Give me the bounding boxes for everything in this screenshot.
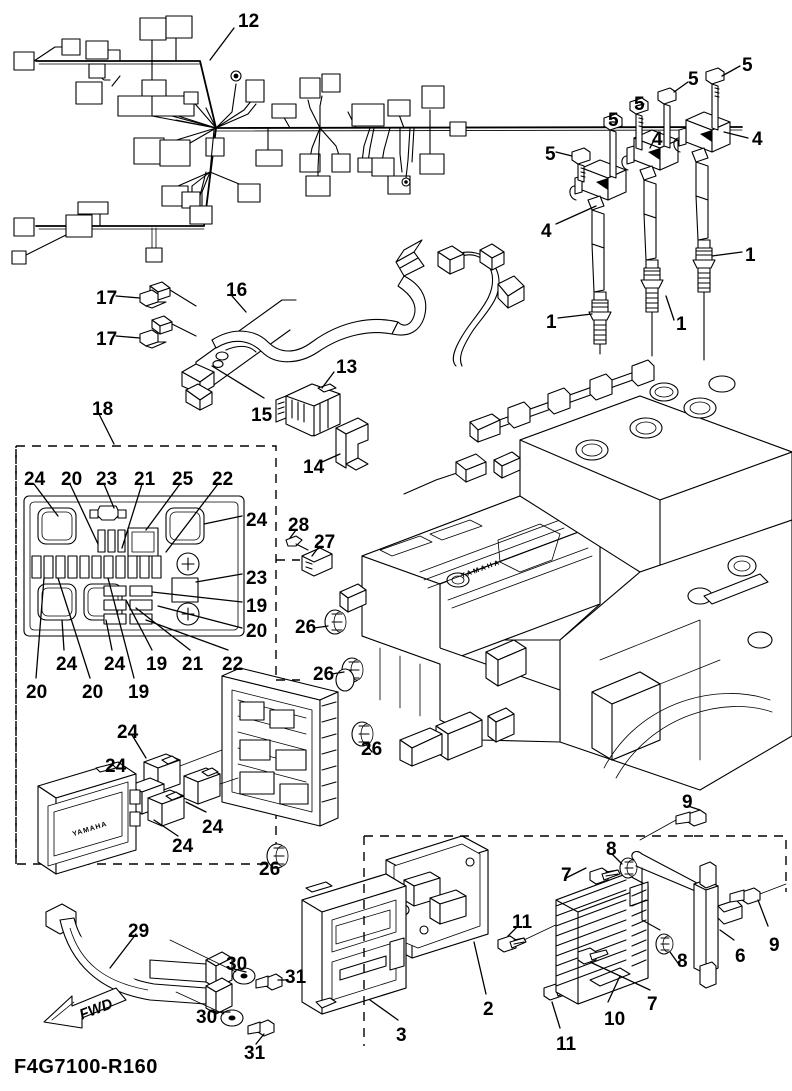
callout-number: 19 bbox=[246, 596, 268, 617]
callout-number: 5 bbox=[608, 110, 619, 131]
callout-number: 8 bbox=[606, 839, 617, 860]
callout-number: 20 bbox=[61, 469, 83, 490]
callout-number: 1 bbox=[745, 245, 756, 266]
callout-number: 20 bbox=[26, 682, 48, 703]
callout-number: 16 bbox=[226, 280, 248, 301]
callout-number: 2 bbox=[483, 999, 494, 1020]
callout-number: 23 bbox=[96, 469, 118, 490]
callout-number: 24 bbox=[24, 469, 46, 490]
callout-number: 15 bbox=[251, 405, 273, 426]
callout-number: 22 bbox=[222, 654, 244, 675]
callout-number: 7 bbox=[561, 865, 572, 886]
callout-number: 14 bbox=[303, 457, 325, 478]
callout-number: 9 bbox=[682, 792, 693, 813]
callout-number: 13 bbox=[336, 357, 358, 378]
callout-number: 29 bbox=[128, 921, 150, 942]
callout-number: 1 bbox=[546, 312, 557, 333]
callout-number: 5 bbox=[742, 55, 753, 76]
fusebox-cover bbox=[37, 761, 141, 875]
callout-number: 7 bbox=[647, 994, 658, 1015]
rectifier-regulator bbox=[555, 853, 681, 1005]
callout-number: 31 bbox=[244, 1043, 266, 1064]
fusebox-detail-box bbox=[15, 411, 277, 865]
callout-number: 24 bbox=[104, 654, 126, 675]
callout-number: 10 bbox=[604, 1009, 626, 1030]
callout-number: 1 bbox=[676, 314, 687, 335]
callout-number: 30 bbox=[226, 954, 248, 975]
part-number: F4G7100-R160 bbox=[14, 1056, 158, 1078]
callout-number: 19 bbox=[146, 654, 168, 675]
callout-number: 12 bbox=[238, 11, 260, 32]
callout-number: 5 bbox=[688, 69, 699, 90]
callout-number: 25 bbox=[172, 469, 194, 490]
callout-number: 23 bbox=[246, 568, 268, 589]
grommets-group bbox=[266, 529, 374, 869]
callout-number: 18 bbox=[92, 399, 114, 420]
battery-cable-group bbox=[115, 239, 525, 411]
fuse-panel bbox=[23, 483, 245, 679]
callout-number: 28 bbox=[288, 515, 310, 536]
starter-relay-group bbox=[275, 371, 369, 471]
callout-number: 17 bbox=[96, 329, 118, 350]
callout-number: 27 bbox=[314, 532, 336, 553]
callout-number: 30 bbox=[196, 1007, 218, 1028]
callout-number: 24 bbox=[56, 654, 78, 675]
callout-number: 20 bbox=[246, 621, 268, 642]
callout-number: 17 bbox=[96, 288, 118, 309]
callout-number: 8 bbox=[677, 951, 688, 972]
callout-number: 24 bbox=[202, 817, 224, 838]
callout-number: 21 bbox=[134, 469, 156, 490]
callout-number: 9 bbox=[769, 935, 780, 956]
callout-number: 11 bbox=[512, 912, 533, 933]
callout-number: 20 bbox=[82, 682, 104, 703]
fwd-arrow bbox=[43, 987, 127, 1029]
callout-number: 26 bbox=[259, 859, 281, 880]
callout-number: 24 bbox=[246, 510, 268, 531]
callout-number: 31 bbox=[285, 967, 307, 988]
callout-number: 4 bbox=[541, 221, 552, 242]
callout-number: 22 bbox=[212, 469, 234, 490]
relay-blocks bbox=[121, 734, 239, 837]
noise-filter-group bbox=[631, 805, 787, 989]
callout-number: 3 bbox=[396, 1025, 407, 1046]
bracket-group bbox=[45, 903, 289, 1045]
callout-number: 4 bbox=[752, 129, 763, 150]
callout-number: 26 bbox=[313, 664, 335, 685]
fusebox-body bbox=[221, 667, 339, 827]
callout-number: 21 bbox=[182, 654, 204, 675]
callout-number: 24 bbox=[105, 756, 127, 777]
callout-number: 26 bbox=[361, 739, 383, 760]
callout-number: 11 bbox=[556, 1034, 577, 1055]
callout-number: 19 bbox=[128, 682, 150, 703]
callout-number: 24 bbox=[117, 722, 139, 743]
callout-number: 5 bbox=[545, 144, 556, 165]
ignition-coils-group bbox=[555, 65, 749, 361]
callout-number: 24 bbox=[172, 836, 194, 857]
callout-number: 6 bbox=[735, 946, 746, 967]
callout-number: 26 bbox=[295, 617, 317, 638]
callout-number: 4 bbox=[652, 129, 663, 150]
wire-harness-group bbox=[11, 15, 743, 265]
engine-block bbox=[339, 359, 792, 791]
callout-number: 5 bbox=[634, 94, 645, 115]
